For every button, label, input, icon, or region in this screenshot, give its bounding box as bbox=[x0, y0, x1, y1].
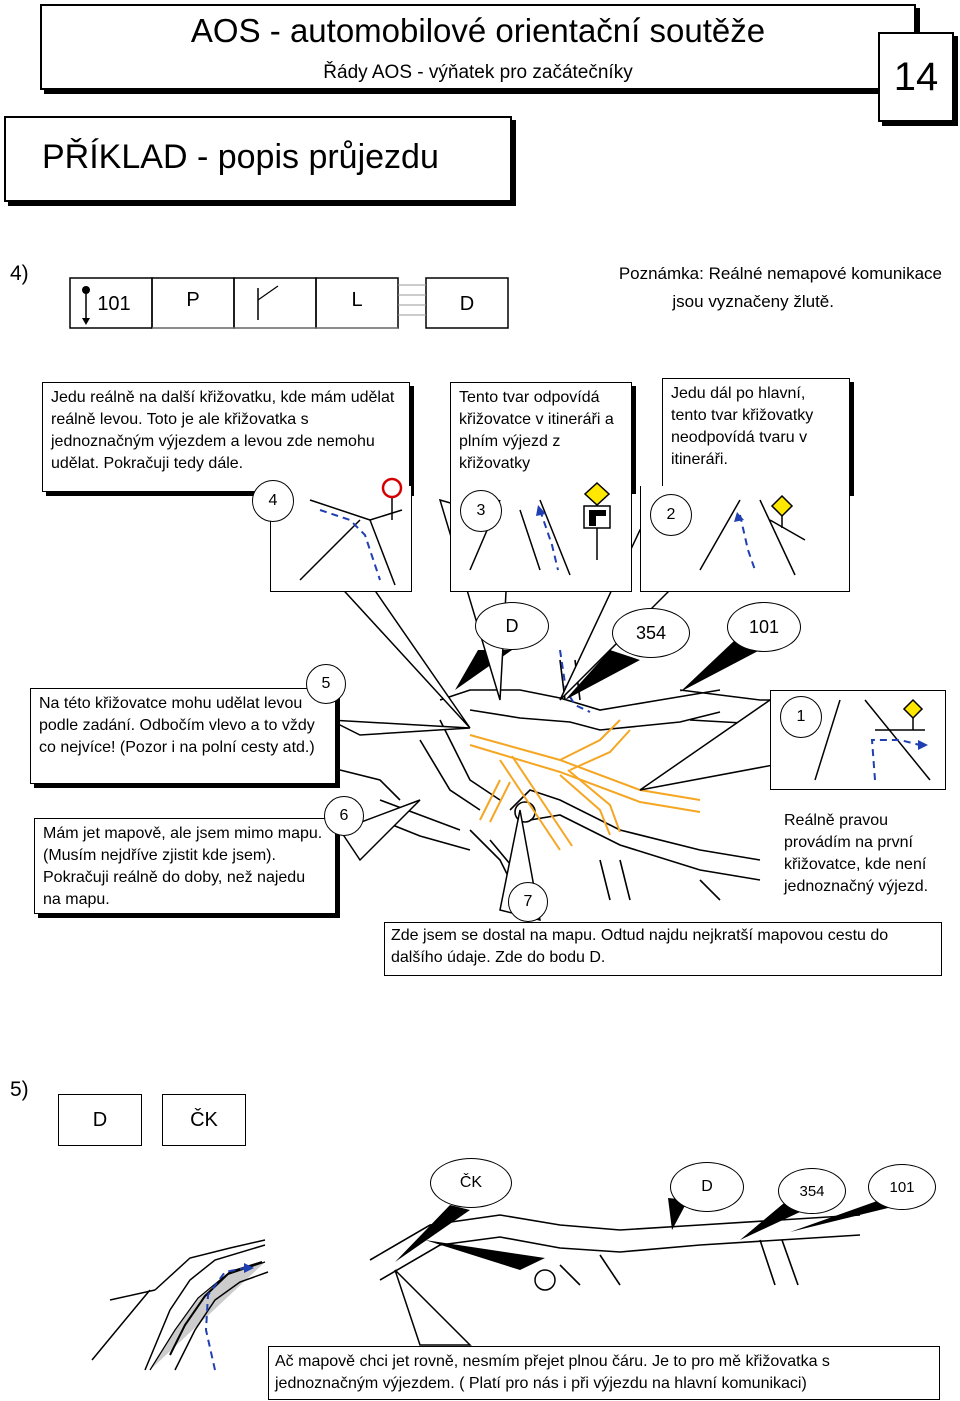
marker-7-text: 7 bbox=[523, 893, 533, 910]
callout-5: Na této křižovatce mohu udělat levou pod… bbox=[30, 688, 336, 784]
bubble5-ck-text: ČK bbox=[459, 1174, 483, 1191]
bubble-101: 101 bbox=[727, 602, 801, 652]
bubble-354-text: 354 bbox=[635, 622, 667, 643]
itinerary5-cell-2: ČK bbox=[162, 1094, 246, 1146]
note-line-2: jsou vyznačeny žlutě. bbox=[672, 292, 834, 311]
callout-5-text: Na této křižovatce mohu udělat levou pod… bbox=[39, 695, 315, 756]
callout-7-text: Zde jsem se dostal na mapu. Odtud najdu … bbox=[391, 927, 889, 966]
callout-2: Jedu dál po hlavní, tento tvar křižovatk… bbox=[662, 378, 850, 492]
example4-label: 4) bbox=[10, 262, 29, 285]
itinerary5-cell-1: D bbox=[58, 1094, 142, 1146]
callout-4-text: Jedu reálně na další křižovatku, kde mám… bbox=[51, 389, 395, 472]
marker-6-text: 6 bbox=[339, 807, 349, 824]
itinerary4-cell-4: D bbox=[459, 292, 475, 315]
callout-1: Reálně pravou provádím na první křižovat… bbox=[776, 806, 952, 898]
example5-callout: Ač mapově chci jet rovně, nesmím přejet … bbox=[268, 1346, 940, 1400]
marker-3: 3 bbox=[460, 490, 502, 532]
bubble5-d: D bbox=[670, 1162, 744, 1212]
bubble-354: 354 bbox=[612, 608, 690, 658]
page-number: 14 bbox=[878, 32, 954, 122]
itinerary5-cell-1-text: D bbox=[92, 1108, 108, 1131]
header-subtitle: Řády AOS - výňatek pro začátečníky bbox=[323, 62, 633, 83]
note-line-1: Poznámka: Reálné nemapové komunikace bbox=[618, 264, 942, 283]
section-title-box bbox=[4, 116, 512, 202]
section-title: PŘÍKLAD - popis průjezdu bbox=[42, 138, 439, 176]
bubble5-101-text: 101 bbox=[889, 1178, 915, 1196]
marker-5: 5 bbox=[306, 664, 346, 704]
marker-3-text: 3 bbox=[476, 502, 486, 519]
callout-2-text: Jedu dál po hlavní, tento tvar křižovatk… bbox=[671, 385, 814, 468]
callout-3-text: Tento tvar odpovídá křižovatce v itinerá… bbox=[459, 389, 614, 472]
marker-2-text: 2 bbox=[666, 506, 676, 523]
marker-4-text: 4 bbox=[268, 492, 278, 509]
marker-1: 1 bbox=[780, 696, 822, 738]
itinerary4-cell-3: L bbox=[351, 288, 363, 311]
bubble5-ck: ČK bbox=[430, 1158, 512, 1208]
header-title: AOS - automobilové orientační soutěže bbox=[190, 12, 766, 49]
marker-4: 4 bbox=[252, 480, 294, 522]
callout-4: Jedu reálně na další křižovatku, kde mám… bbox=[42, 382, 410, 492]
bubble5-d-text: D bbox=[701, 1178, 713, 1195]
itinerary4-cell-2: P bbox=[186, 288, 200, 311]
callout-7: Zde jsem se dostal na mapu. Odtud najdu … bbox=[384, 922, 942, 976]
marker-2: 2 bbox=[650, 494, 692, 536]
marker-6: 6 bbox=[324, 796, 364, 836]
bubble5-354-text: 354 bbox=[799, 1182, 825, 1200]
bubble-d-text: D bbox=[505, 615, 519, 636]
marker-5-text: 5 bbox=[321, 675, 331, 692]
header-box bbox=[40, 4, 916, 90]
marker-1-text: 1 bbox=[796, 708, 806, 725]
bubble-101-text: 101 bbox=[748, 616, 780, 637]
marker-7: 7 bbox=[508, 882, 548, 922]
bubble-d: D bbox=[475, 602, 549, 650]
itinerary4-cell-1: 101 bbox=[97, 292, 131, 315]
example5-callout-text: Ač mapově chci jet rovně, nesmím přejet … bbox=[275, 1353, 830, 1392]
bubble5-354: 354 bbox=[778, 1168, 846, 1214]
callout-3: Tento tvar odpovídá křižovatce v itinerá… bbox=[450, 382, 632, 490]
callout-6-text: Mám jet mapově, ale jsem mimo mapu. (Mus… bbox=[43, 825, 323, 908]
itinerary5-cell-2-text: ČK bbox=[190, 1108, 218, 1131]
page-number-text: 14 bbox=[893, 54, 939, 99]
callout-1-text: Reálně pravou provádím na první křižovat… bbox=[784, 812, 929, 895]
bubble5-101: 101 bbox=[868, 1164, 936, 1210]
example5-label: 5) bbox=[10, 1078, 29, 1101]
callout-6: Mám jet mapově, ale jsem mimo mapu. (Mus… bbox=[34, 818, 336, 914]
